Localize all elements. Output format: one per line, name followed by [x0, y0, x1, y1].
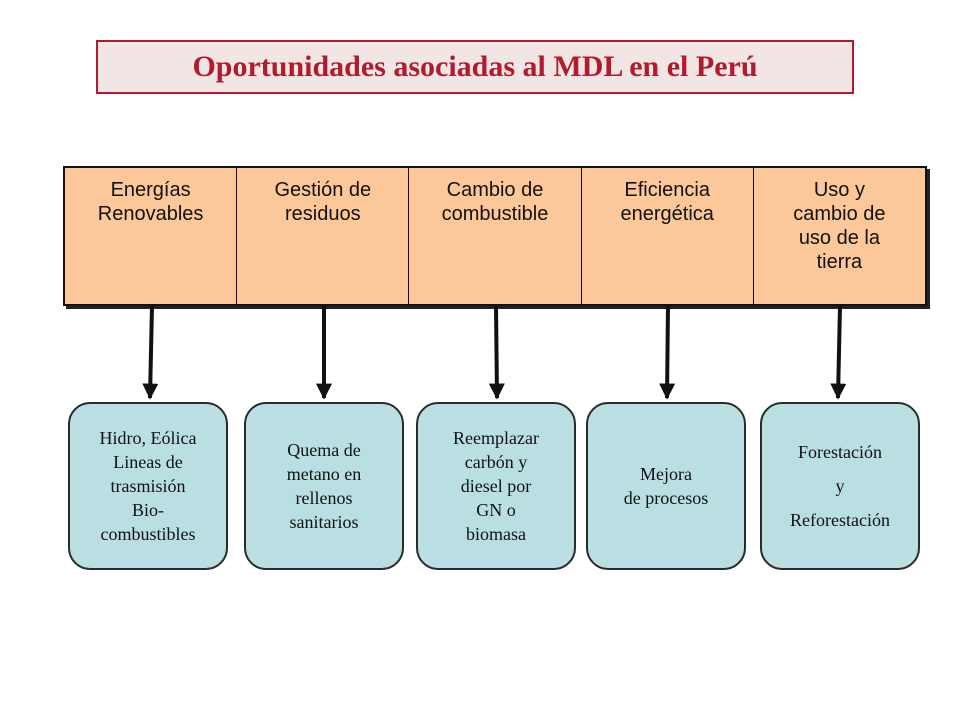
- opportunity-box-energias-renovables: Hidro, Eólica Lineas de trasmisión Bio- …: [68, 402, 228, 570]
- category-cell-uso-tierra: Uso y cambio de uso de la tierra: [754, 168, 925, 304]
- category-table: Energías Renovables Gestión de residuos …: [63, 166, 927, 306]
- opportunity-label: Hidro, Eólica Lineas de trasmisión Bio- …: [99, 428, 197, 544]
- arrow-4: [659, 305, 676, 400]
- category-label: Cambio de combustible: [441, 179, 549, 225]
- opportunity-label: Mejora de procesos: [623, 464, 709, 508]
- category-label: Gestión de residuos: [274, 179, 372, 225]
- arrow-3: [488, 305, 505, 400]
- diagram-title: Oportunidades asociadas al MDL en el Per…: [192, 50, 758, 83]
- category-cell-cambio-combustible: Cambio de combustible: [409, 168, 582, 304]
- title-box: Oportunidades asociadas al MDL en el Per…: [96, 40, 854, 94]
- category-cell-energias-renovables: Energías Renovables: [65, 168, 238, 304]
- category-cell-eficiencia-energetica: Eficiencia energética: [582, 168, 754, 304]
- opportunity-label: Quema de metano en rellenos sanitarios: [286, 440, 362, 532]
- arrow-5: [830, 305, 847, 400]
- arrow-1: [142, 305, 159, 400]
- opportunity-label: Reemplazar carbón y diesel por GN o biom…: [453, 428, 539, 544]
- category-label: Uso y cambio de uso de la tierra: [793, 179, 886, 273]
- category-label: Eficiencia energética: [620, 179, 714, 225]
- category-cell-gestion-residuos: Gestión de residuos: [237, 168, 410, 304]
- opportunity-label: Forestación y Reforestación: [790, 442, 890, 530]
- opportunity-box-gestion-residuos: Quema de metano en rellenos sanitarios: [244, 402, 404, 570]
- opportunity-box-uso-tierra: Forestación y Reforestación: [760, 402, 920, 570]
- opportunity-box-cambio-combustible: Reemplazar carbón y diesel por GN o biom…: [416, 402, 576, 570]
- opportunity-box-eficiencia-energetica: Mejora de procesos: [586, 402, 746, 570]
- category-label: Energías Renovables: [97, 179, 204, 225]
